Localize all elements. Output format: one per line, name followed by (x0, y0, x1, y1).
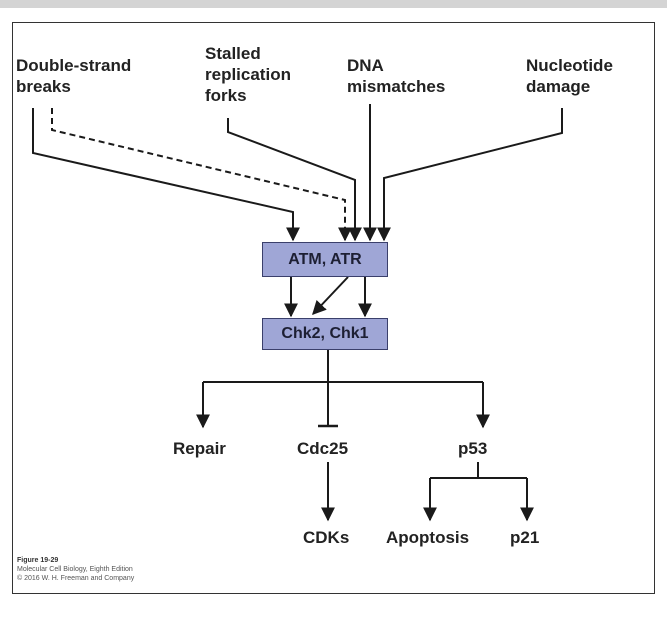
arrow-atr-to-chk2-diagonal (312, 276, 349, 316)
label-p53: p53 (458, 439, 488, 458)
chk2-chk1-box: Chk2, Chk1 (262, 318, 388, 350)
label-double-strand-breaks: Double-strand breaks (16, 56, 132, 96)
label-cdc25: Cdc25 (297, 439, 349, 458)
caption-publisher: © 2016 W. H. Freeman and Company (17, 575, 135, 582)
arrow-forks-to-atr (227, 118, 362, 242)
caption-figure-number: Figure 19-29 (17, 557, 59, 564)
label-cdks: CDKs (303, 528, 350, 547)
label-nucleotide-damage: Nucleotide damage (526, 56, 613, 96)
figure-frame (12, 22, 655, 594)
top-rule (0, 0, 667, 8)
figure-caption: Figure 19-29 Molecular Cell Biology, Eig… (17, 556, 134, 583)
label-dna-mismatches: DNA mismatches (347, 56, 446, 96)
label-stalled-replication-forks: Stalled replication forks (205, 44, 291, 105)
arrow-dsb-to-atr-dashed (51, 108, 352, 242)
atm-atr-box: ATM, ATR (262, 242, 388, 277)
arrow-dsb-to-atm (32, 108, 300, 242)
caption-book: Molecular Cell Biology, Eighth Edition (17, 566, 133, 573)
label-p21: p21 (510, 528, 540, 547)
label-repair: Repair (173, 439, 226, 458)
arrow-nucleotide-to-atr (377, 108, 563, 242)
label-apoptosis: Apoptosis (386, 528, 470, 547)
